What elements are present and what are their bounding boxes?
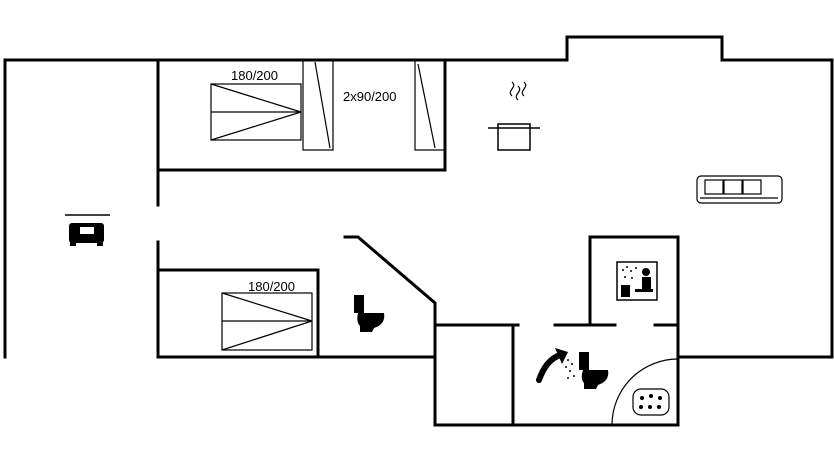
bed-single-left: [302, 59, 334, 151]
shower-icon: [536, 348, 575, 383]
sauna-icon: [616, 261, 658, 301]
sofa-icon: [696, 175, 783, 204]
bed-single-right: [414, 59, 446, 151]
kitchen-pot-icon: [488, 81, 540, 151]
whirlpool-icon: [632, 388, 670, 416]
door-arc: [611, 358, 679, 426]
bed-label-bedroom-1: 180/200: [231, 68, 278, 83]
bed-label-bedroom-2: 2x90/200: [343, 89, 397, 104]
bed-label-bedroom-3: 180/200: [248, 279, 295, 294]
car-icon: [65, 214, 110, 246]
interior-walls: [156, 58, 680, 427]
toilet-icon: [354, 295, 385, 332]
toilet-icon: [579, 352, 609, 389]
outer-walls: [3, 35, 834, 427]
bed-double-lower: [221, 292, 313, 351]
bed-double-upper: [210, 83, 302, 141]
